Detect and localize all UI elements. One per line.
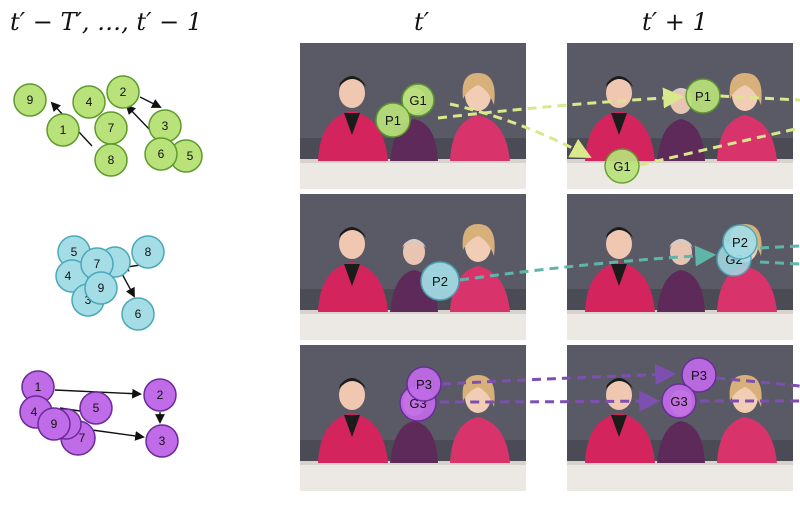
svg-text:5: 5 (93, 401, 100, 415)
svg-text:7: 7 (108, 121, 115, 135)
svg-text:9: 9 (98, 281, 105, 295)
svg-text:9: 9 (27, 93, 34, 107)
svg-text:7: 7 (94, 257, 101, 271)
svg-text:6: 6 (158, 147, 165, 161)
frame-row2-t (300, 194, 526, 340)
svg-text:5: 5 (187, 149, 194, 163)
ground-truth-marker: G3 (661, 383, 697, 419)
row1-markers: G1 P1 P1 G1 (375, 78, 721, 184)
frame-row1-t1 (567, 43, 793, 189)
svg-text:8: 8 (108, 153, 115, 167)
graph-node: 7 (94, 111, 128, 145)
svg-text:1: 1 (35, 380, 42, 394)
green-cluster: 9 1 4 2 7 3 8 5 6 (13, 75, 203, 177)
graph-node: 9 (13, 83, 47, 117)
prediction-marker: P3 (681, 357, 717, 393)
current-frame-header: t′ (414, 8, 430, 36)
svg-text:G1: G1 (613, 159, 630, 174)
graph-node: 9 (37, 407, 71, 441)
prediction-marker: P2 (420, 261, 460, 301)
graph-node: 2 (106, 75, 140, 109)
svg-text:P3: P3 (416, 377, 432, 392)
next-frame-header: t′ + 1 (642, 8, 708, 36)
purple-cluster: 1 4 7 9 5 2 3 (19, 370, 179, 458)
ground-truth-marker: G1 (401, 83, 435, 117)
svg-text:1: 1 (60, 123, 67, 137)
row1-trajectories (437, 87, 800, 167)
ground-truth-marker: G1 (604, 148, 640, 184)
row2-markers: P2 G2 P2 (420, 224, 758, 301)
svg-text:3: 3 (85, 293, 92, 307)
svg-text:8: 8 (145, 245, 152, 259)
svg-text:6: 6 (135, 307, 142, 321)
prediction-marker: P3 (406, 366, 442, 402)
svg-text:2: 2 (157, 388, 164, 402)
svg-text:4: 4 (86, 95, 93, 109)
graph-node: 4 (72, 85, 106, 119)
svg-text:G1: G1 (409, 93, 426, 108)
graph-node: 1 (46, 113, 80, 147)
frame-row2-t1 (567, 194, 793, 340)
row3-trajectories (439, 364, 800, 412)
svg-text:P3: P3 (691, 368, 707, 383)
row3-markers: G3 P3 P3 G3 (399, 357, 717, 422)
svg-text:4: 4 (65, 269, 72, 283)
svg-text:P2: P2 (732, 235, 748, 250)
svg-text:P2: P2 (432, 274, 448, 289)
prediction-marker: P1 (375, 102, 411, 138)
graph-node: 3 (145, 424, 179, 458)
row2-trajectories (459, 244, 800, 282)
graph-node: 5 (79, 391, 113, 425)
svg-text:3: 3 (162, 119, 169, 133)
svg-text:9: 9 (51, 417, 58, 431)
svg-text:G3: G3 (670, 394, 687, 409)
prediction-marker: P1 (685, 78, 721, 114)
svg-text:7: 7 (79, 431, 86, 445)
graph-node: 8 (94, 143, 128, 177)
frame-row1-t (300, 43, 526, 189)
cyan-cluster: 5 4 3 7 9 8 6 (55, 235, 165, 331)
prediction-marker: P2 (722, 224, 758, 260)
graph-node: 2 (143, 378, 177, 412)
svg-text:4: 4 (31, 405, 38, 419)
history-header: t′ − T′, …, t′ − 1 (10, 8, 202, 36)
svg-text:P1: P1 (695, 89, 711, 104)
svg-text:3: 3 (159, 434, 166, 448)
graph-node: 8 (131, 235, 165, 269)
svg-text:2: 2 (120, 85, 127, 99)
svg-text:5: 5 (71, 245, 78, 259)
graph-node: 6 (144, 137, 178, 171)
graph-node: 3 (148, 109, 182, 143)
graph-node: 9 (84, 271, 118, 305)
graph-node: 6 (121, 297, 155, 331)
svg-text:P1: P1 (385, 113, 401, 128)
